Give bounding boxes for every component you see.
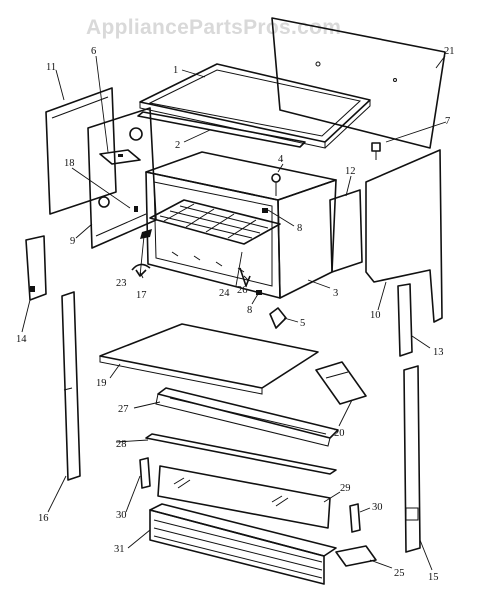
part-12-side-insulation[interactable] bbox=[329, 189, 363, 273]
part-8-clip-lower[interactable] bbox=[256, 290, 262, 295]
part-2-front-trim-strip[interactable] bbox=[137, 111, 306, 148]
callout-11: 11 bbox=[46, 62, 56, 73]
callout-30-left: 30 bbox=[116, 510, 127, 521]
part-7-screw[interactable] bbox=[371, 142, 381, 160]
part-28-trim-strip[interactable] bbox=[145, 433, 337, 475]
part-30-side-trim-right[interactable] bbox=[349, 503, 361, 533]
callout-5: 5 bbox=[300, 318, 305, 329]
callout-28: 28 bbox=[116, 439, 127, 450]
callout-23: 23 bbox=[116, 278, 127, 289]
part-10-right-side-panel[interactable] bbox=[365, 149, 443, 323]
callout-30-right: 30 bbox=[372, 502, 383, 513]
callout-29: 29 bbox=[340, 483, 351, 494]
callout-6: 6 bbox=[91, 46, 96, 57]
callout-25: 25 bbox=[394, 568, 405, 579]
callout-7: 7 bbox=[445, 116, 450, 127]
part-25-plate[interactable] bbox=[335, 545, 377, 567]
part-4-sensor[interactable] bbox=[271, 173, 281, 196]
part-5-grommet[interactable] bbox=[269, 307, 287, 329]
callout-8-lower: 8 bbox=[247, 305, 252, 316]
part-23-clip[interactable] bbox=[140, 229, 152, 239]
part-6-bracket[interactable] bbox=[99, 149, 141, 165]
callout-9: 9 bbox=[70, 236, 75, 247]
part-14-left-bracket[interactable] bbox=[25, 235, 47, 301]
callout-14: 14 bbox=[16, 334, 27, 345]
part-31-lower-front-rail[interactable] bbox=[149, 503, 337, 585]
part-20-channel[interactable] bbox=[315, 361, 367, 405]
part-30-side-trim-left[interactable] bbox=[139, 457, 151, 489]
callout-15: 15 bbox=[428, 572, 439, 583]
part-16-left-vertical-trim[interactable] bbox=[61, 291, 81, 481]
callout-27: 27 bbox=[118, 404, 129, 415]
part-13-right-bracket[interactable] bbox=[397, 283, 413, 357]
callout-12: 12 bbox=[345, 166, 356, 177]
callout-31: 31 bbox=[114, 544, 125, 555]
part-29-glass-panel[interactable] bbox=[157, 465, 331, 529]
callout-26: 26 bbox=[237, 285, 248, 296]
callout-21: 21 bbox=[444, 46, 455, 57]
part-8-clip-upper[interactable] bbox=[262, 208, 268, 213]
part-26-element-terminal[interactable] bbox=[239, 267, 251, 287]
callout-19: 19 bbox=[96, 378, 107, 389]
part-1-cooktop[interactable] bbox=[139, 63, 371, 149]
callout-18: 18 bbox=[64, 158, 75, 169]
callout-20: 20 bbox=[334, 428, 345, 439]
part-21-rear-panel[interactable] bbox=[271, 17, 446, 149]
watermark: AppliancePartsPros.com bbox=[86, 16, 341, 39]
part-19-bottom-panel[interactable] bbox=[99, 323, 319, 395]
callout-10: 10 bbox=[370, 310, 381, 321]
leader-lines bbox=[21, 55, 447, 571]
part-27-upper-front-rail[interactable] bbox=[155, 387, 339, 447]
callout-numbers: 1 2 3 4 5 6 7 8 8 9 10 11 12 13 14 15 16… bbox=[16, 46, 455, 583]
callout-17: 17 bbox=[136, 290, 147, 301]
callout-3: 3 bbox=[333, 288, 338, 299]
callout-1: 1 bbox=[173, 65, 178, 76]
part-11-side-insulation[interactable] bbox=[45, 87, 117, 215]
callout-8-upper: 8 bbox=[297, 223, 302, 234]
part-18-clip[interactable] bbox=[134, 206, 138, 212]
part-15-right-vertical-trim[interactable] bbox=[403, 365, 421, 553]
callout-24: 24 bbox=[219, 288, 230, 299]
callout-4: 4 bbox=[278, 154, 284, 165]
callout-2: 2 bbox=[175, 140, 180, 151]
callout-13: 13 bbox=[433, 347, 444, 358]
callout-16: 16 bbox=[38, 513, 49, 524]
part-24-oven-rack[interactable] bbox=[149, 199, 281, 245]
